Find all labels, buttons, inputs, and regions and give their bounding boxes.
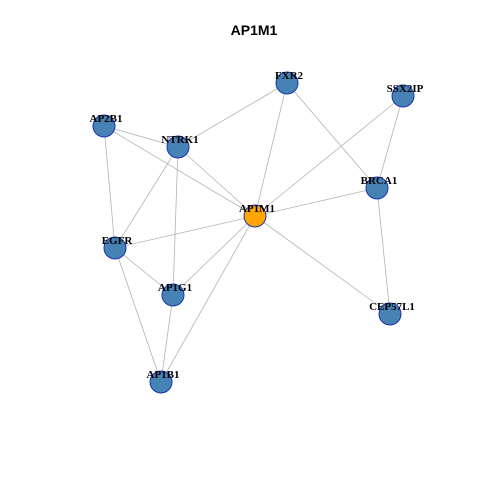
- edge-ap1m1-cep57l1: [254, 215, 391, 315]
- node-circle: [103, 236, 127, 260]
- node-brca1: BRCA1: [361, 175, 398, 200]
- node-label: SSX2IP: [387, 83, 424, 95]
- node-label: FXR2: [275, 70, 304, 82]
- node-circle: [161, 283, 185, 307]
- node-label: AP1B1: [147, 369, 180, 381]
- node-ntrk1: NTRK1: [161, 134, 199, 159]
- edge-ap1m1-ssx2ip: [254, 95, 404, 217]
- edge-brca1-cep57l1: [376, 187, 391, 315]
- node-ap2b1: AP2B1: [90, 113, 123, 138]
- edge-ap1m1-fxr2: [254, 82, 288, 217]
- node-label: NTRK1: [161, 134, 198, 146]
- edge-ntrk1-egfr: [114, 146, 179, 249]
- edge-egfr-ap1g1: [114, 247, 174, 296]
- edge-ap1m1-ap1g1: [172, 215, 256, 296]
- edge-ap1m1-egfr: [114, 215, 256, 249]
- edge-fxr2-ntrk1: [177, 82, 288, 148]
- edge-ap1g1-ap1b1: [160, 294, 174, 383]
- edge-egfr-ap1b1: [114, 247, 162, 383]
- edge-ap2b1-ntrk1: [103, 125, 179, 148]
- edge-ap1m1-ntrk1: [177, 146, 256, 217]
- node-ap1g1: AP1G1: [158, 282, 192, 307]
- node-circle: [243, 204, 267, 228]
- node-circle: [378, 302, 402, 326]
- edge-ap1m1-ap1b1: [160, 215, 256, 383]
- node-ssx2ip: SSX2IP: [387, 83, 424, 108]
- edge-fxr2-brca1: [286, 82, 378, 189]
- node-circle: [391, 84, 415, 108]
- node-label: EGFR: [102, 235, 134, 247]
- diagram-title: AP1M1: [231, 22, 278, 38]
- node-egfr: EGFR: [102, 235, 134, 260]
- node-circle: [166, 135, 190, 159]
- edge-ntrk1-ap1g1: [172, 146, 179, 296]
- edges-layer: [103, 82, 404, 383]
- node-ap1b1: AP1B1: [147, 369, 180, 394]
- node-ap1m1: AP1M1: [239, 203, 275, 228]
- node-label: AP2B1: [90, 113, 123, 125]
- node-cep57l1: CEP57L1: [369, 301, 415, 326]
- node-label: CEP57L1: [369, 301, 415, 313]
- edge-ap2b1-egfr: [103, 125, 116, 249]
- node-circle: [149, 370, 173, 394]
- node-circle: [275, 71, 299, 95]
- node-circle: [92, 114, 116, 138]
- node-label: AP1M1: [239, 203, 275, 215]
- node-label: BRCA1: [361, 175, 398, 187]
- edge-ap1m1-brca1: [254, 187, 378, 217]
- node-label: AP1G1: [158, 282, 192, 294]
- edge-ssx2ip-brca1: [376, 95, 404, 189]
- node-fxr2: FXR2: [275, 70, 304, 95]
- node-circle: [365, 176, 389, 200]
- edge-ap1m1-ap2b1: [103, 125, 256, 217]
